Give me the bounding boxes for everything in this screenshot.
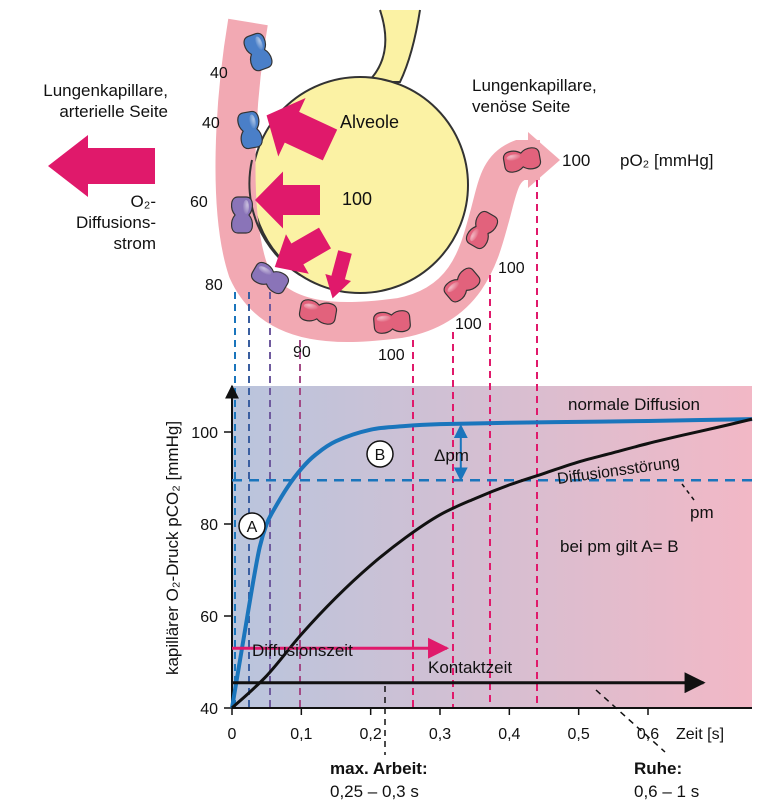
o2-flux-arrow [48,135,155,197]
capillary-value-60: 60 [190,194,208,211]
capillary-value-80: 80 [205,277,223,294]
capillary-value-100b: 100 [455,316,482,333]
right-capillary-title-2: venöse Seite [472,97,570,116]
pm-callout [681,483,695,501]
y-tick-label: 100 [191,425,218,442]
red-blood-cells [231,32,542,334]
left-capillary-title-1: Lungenkapillare, [43,81,168,100]
pm-label: pm [690,503,714,522]
x-tick-label: 0 [228,726,237,743]
y-tick-label: 80 [200,517,218,534]
red-blood-cell [373,310,411,334]
x-tick-label: 0,2 [360,726,382,743]
x-tick-label: 0,3 [429,726,451,743]
x-axis-label: Zeit [s] [676,726,724,743]
x-tick-label: 0,1 [290,726,312,743]
lung-capillary [215,18,540,343]
flux-label-1: O₂- [131,192,156,211]
axis-ticks: 0 0,1 0,2 0,3 0,4 0,5 0,6 40 60 80 100 [191,425,659,743]
o2-arrow [274,227,331,274]
y-tick-label: 40 [200,701,218,718]
red-blood-cell [298,299,338,325]
connector-lines [234,180,538,708]
o2-arrow [255,171,320,229]
red-blood-cell [443,267,481,303]
rest-callout [595,689,666,753]
red-blood-cell [465,210,499,250]
left-capillary-title-2: arterielle Seite [59,102,168,121]
contact-time-label: Kontaktzeit [428,658,512,677]
red-blood-cell [231,196,253,234]
alveolus-neck [365,9,421,83]
red-blood-cell [237,110,263,150]
capillary-value-40b: 40 [202,115,220,132]
series-diffusion-disorder [230,417,753,710]
chart-axes [225,384,752,709]
o2-diffusion-arrows [255,97,352,299]
red-blood-cell [502,147,542,173]
pm-rule-label: bei pm gilt A= B [560,537,679,556]
x-tick-label: 0,5 [568,726,590,743]
diffusion-time-label: Diffusionszeit [252,641,353,660]
area-b-marker: B [366,440,394,468]
series-normal-diffusion [230,417,753,709]
max-work-label: max. Arbeit: [330,759,428,778]
capillary-value-90: 90 [293,344,311,361]
area-a-label: A [247,519,258,536]
flux-label-2: Diffusions- [76,213,156,232]
capillary-value-40a: 40 [210,65,228,82]
o2-arrow [325,250,352,299]
x-tick-label: 0,4 [498,726,520,743]
capillary-value-100a: 100 [378,347,405,364]
rest-value: 0,6 – 1 s [634,782,699,801]
legend-normal-diffusion: normale Diffusion [568,395,700,414]
y-tick-label: 60 [200,609,218,626]
delta-pm-label: Δpm [434,446,469,465]
max-work-value: 0,25 – 0,3 s [330,782,419,801]
flux-label-3: strom [114,234,157,253]
x-tick-label: 0,6 [637,726,659,743]
po2-unit-label: pO₂ [mmHg] [620,151,714,170]
right-capillary-title-1: Lungenkapillare, [472,76,597,95]
red-blood-cell [250,261,290,295]
capillary-arrowhead [528,132,560,188]
po2-end-value: 100 [562,151,590,170]
alveole-po2-value: 100 [342,189,372,209]
red-blood-cell [243,32,273,72]
area-b-label: B [375,447,386,464]
rest-label: Ruhe: [634,759,682,778]
o2-arrow [266,97,338,161]
capillary-value-100c: 100 [498,260,525,277]
alveole-label: Alveole [340,112,399,132]
y-axis-label: kapillärer O₂-Druck pCO₂ [mmHg] [163,421,182,675]
area-a-marker: A [238,512,266,540]
